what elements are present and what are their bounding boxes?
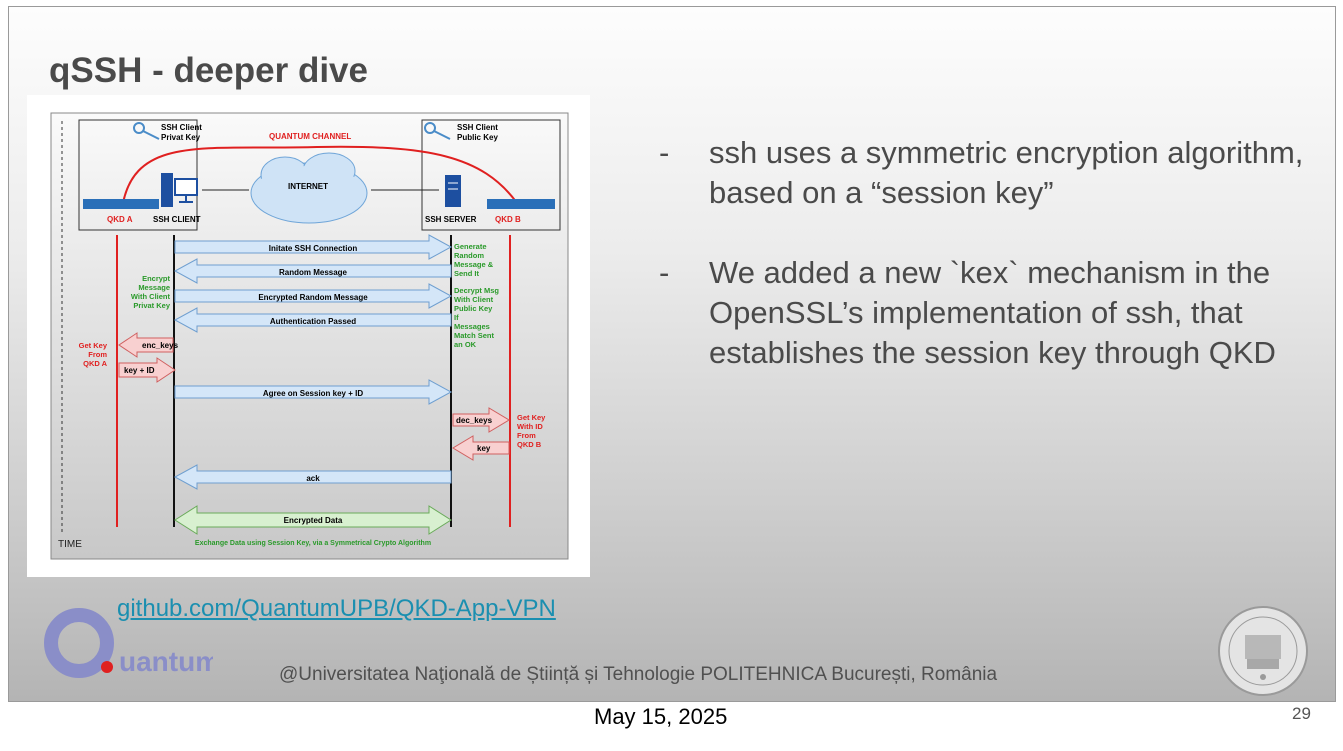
logo-dot — [101, 661, 113, 673]
random-message-arrow — [173, 258, 452, 284]
logo-ring — [44, 608, 114, 678]
key-arrow — [452, 435, 510, 461]
bullet-text: We added a new `kex` mechanism in the Op… — [709, 255, 1276, 370]
svg-text:Get Key: Get Key — [79, 341, 108, 350]
initiate-connection-arrow — [174, 234, 453, 260]
server-key-label-2: Public Key — [457, 133, 498, 142]
time-label: TIME — [58, 539, 82, 550]
internet-label: INTERNET — [288, 182, 328, 191]
quantum-channel-line — [122, 145, 518, 204]
enc-keys-arrow — [118, 332, 174, 358]
key-id-arrow — [118, 357, 176, 383]
svg-text:Message: Message — [138, 283, 170, 292]
bullet-list: - ssh uses a symmetric encryption algori… — [659, 133, 1319, 413]
svg-text:If: If — [454, 313, 459, 322]
authentication-passed-arrow — [173, 307, 452, 333]
encrypted-data-arrow — [174, 505, 452, 535]
slide: qSSH - deeper dive TIME — [8, 6, 1336, 702]
client-key-label-2: Privat Key — [161, 133, 201, 142]
client-notes: Encrypt Message With Client Privat Key — [131, 274, 171, 310]
bullet-item: - ssh uses a symmetric encryption algori… — [659, 133, 1319, 213]
footer-text: @Universitatea Naţională de Știință și T… — [279, 664, 998, 685]
server-key-icon — [424, 122, 451, 140]
ssh-qkd-sequence-diagram: TIME SSH Client Privat Key SSH Client Pu… — [27, 95, 590, 577]
initiate-connection-label: Initate SSH Connection — [269, 244, 358, 253]
client-key-label-1: SSH Client — [161, 123, 202, 132]
svg-text:Messages: Messages — [454, 322, 490, 331]
qkd-b-label: QKD B — [495, 215, 521, 224]
bullet-text: ssh uses a symmetric encryption algorith… — [709, 135, 1304, 210]
agree-session-key-label: Agree on Session key + ID — [263, 389, 363, 398]
svg-text:Generate: Generate — [454, 242, 487, 251]
svg-text:Match Sent: Match Sent — [454, 331, 495, 340]
svg-text:With ID: With ID — [517, 422, 543, 431]
server-box — [421, 119, 561, 231]
github-link[interactable]: github.com/QuantumUPB/QKD-App-VPN — [117, 595, 556, 622]
ssh-client-computer-icon — [161, 173, 198, 207]
bullet-dash: - — [659, 255, 670, 290]
quantum-logo: uantum — [43, 607, 220, 687]
svg-text:Privat Key: Privat Key — [133, 301, 171, 310]
svg-text:Message &: Message & — [454, 260, 494, 269]
server-key-label-1: SSH Client — [457, 123, 498, 132]
slide-title: qSSH - deeper dive — [49, 51, 368, 90]
dec-keys-label: dec_keys — [456, 416, 493, 425]
random-message-label: Random Message — [279, 268, 348, 277]
svg-text:With Client: With Client — [131, 292, 171, 301]
ssh-server-icon — [445, 175, 461, 207]
bullet-dash: - — [659, 135, 670, 170]
svg-text:an OK: an OK — [454, 340, 477, 349]
exchange-data-note: Exchange Data using Session Key, via a S… — [195, 540, 431, 547]
client-box — [78, 119, 198, 231]
server-notes: Generate Random Message & Send It Decryp… — [454, 242, 499, 349]
svg-text:Random: Random — [454, 251, 484, 260]
dec-keys-arrow — [452, 407, 510, 433]
svg-text:From: From — [88, 350, 107, 359]
svg-text:Send It: Send It — [454, 269, 480, 278]
svg-text:Get Key: Get Key — [517, 413, 546, 422]
ssh-client-label: SSH CLIENT — [153, 215, 201, 224]
encrypted-random-arrow — [174, 283, 453, 309]
authentication-passed-label: Authentication Passed — [270, 317, 356, 326]
client-key-icon — [133, 122, 160, 140]
key-id-label: key + ID — [124, 366, 155, 375]
ack-label: ack — [306, 474, 320, 483]
encrypted-data-label: Encrypted Data — [284, 516, 343, 525]
encrypted-random-label: Encrypted Random Message — [258, 293, 368, 302]
internet-cloud-icon — [250, 152, 368, 224]
qkd-b-device — [487, 199, 555, 209]
get-key-a-note: Get Key From QKD A — [79, 341, 108, 368]
svg-text:Public Key: Public Key — [454, 304, 493, 313]
ack-arrow — [173, 464, 452, 490]
bullet-item: - We added a new `kex` mechanism in the … — [659, 253, 1319, 373]
logo-text: uantum — [119, 646, 213, 677]
ssh-server-label: SSH SERVER — [425, 215, 477, 224]
qkd-a-device — [83, 199, 159, 209]
page-number: 29 — [1292, 704, 1311, 723]
svg-text:QKD B: QKD B — [517, 440, 542, 449]
agree-session-key-arrow — [174, 379, 453, 405]
get-key-b-note: Get Key With ID From QKD B — [517, 413, 546, 449]
quantum-channel-label: QUANTUM CHANNEL — [269, 132, 351, 141]
svg-text:Decrypt Msg: Decrypt Msg — [454, 286, 499, 295]
svg-text:Encrypt: Encrypt — [142, 274, 170, 283]
svg-text:From: From — [517, 431, 536, 440]
svg-text:QKD A: QKD A — [83, 359, 107, 368]
key-label: key — [477, 444, 491, 453]
qkd-a-label: QKD A — [107, 215, 133, 224]
svg-text:With Client: With Client — [454, 295, 494, 304]
slide-date: May 15, 2025 — [594, 704, 728, 729]
enc-keys-label: enc_keys — [142, 341, 179, 350]
university-seal-icon — [1215, 603, 1311, 699]
